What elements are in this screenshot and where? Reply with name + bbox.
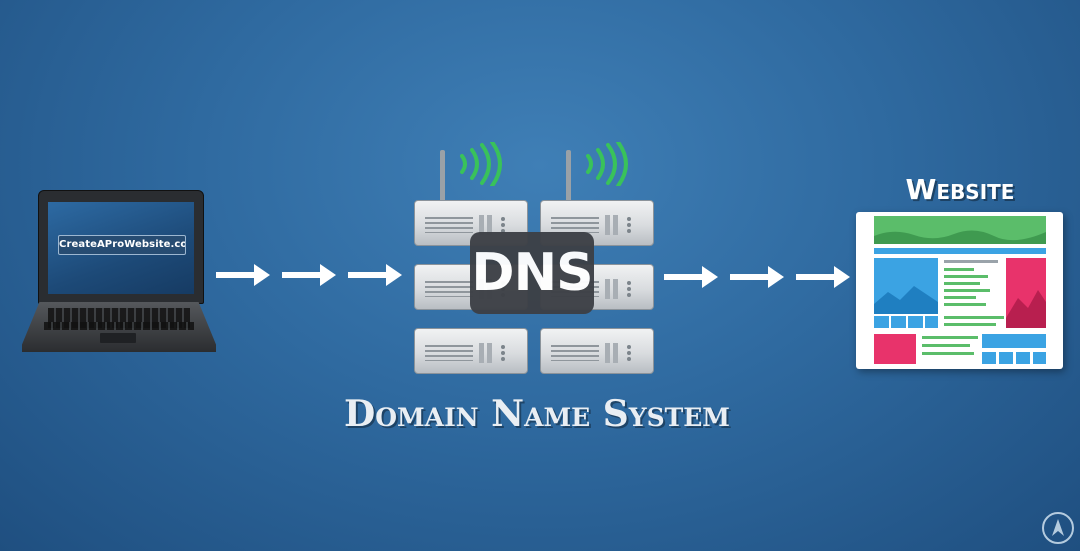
arrow-right-icon [664, 266, 718, 288]
arrow-right-icon [282, 264, 336, 286]
laptop-touchpad [100, 333, 136, 343]
dns-badge: DNS [470, 232, 594, 314]
laptop-screen: CreateAProWebsite.com [48, 202, 194, 294]
server-icon [414, 200, 528, 246]
antenna [566, 150, 571, 208]
wifi-signal-icon [586, 142, 628, 186]
arrow-right-icon [796, 266, 850, 288]
arrow-right-icon [216, 264, 270, 286]
laptop-icon: CreateAProWebsite.com [22, 190, 216, 358]
server-icon [414, 328, 528, 374]
logo-icon [1042, 512, 1074, 544]
website-icon [856, 212, 1063, 369]
laptop-screen-text: CreateAProWebsite.com [58, 235, 186, 255]
laptop-lid: CreateAProWebsite.com [38, 190, 204, 304]
server-icon [540, 328, 654, 374]
arrow-right-icon [730, 266, 784, 288]
arrow-right-icon [348, 264, 402, 286]
laptop-keyboard-row [44, 322, 194, 330]
antenna [440, 150, 445, 208]
wifi-signal-icon [460, 142, 502, 186]
website-title: Website [905, 173, 1015, 206]
dns-caption: Domain Name System [344, 393, 730, 435]
